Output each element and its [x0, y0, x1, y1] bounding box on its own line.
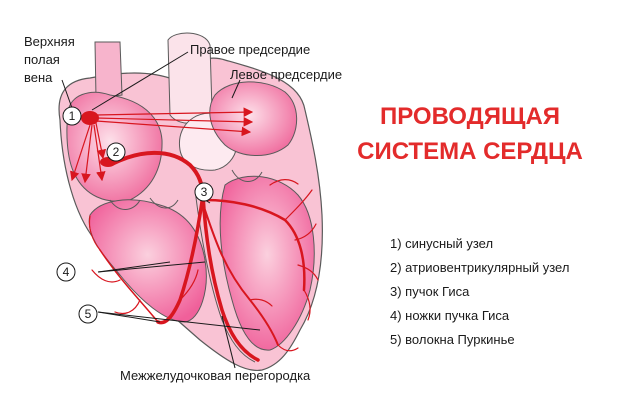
label-svc-line3: вена — [24, 70, 53, 85]
marker-3-circle — [194, 182, 214, 202]
mitral-valve — [231, 169, 263, 182]
title-line-1: ПРОВОДЯЩАЯ — [379, 103, 561, 130]
left-ventricle-chamber — [219, 175, 315, 351]
marker-circles — [56, 106, 214, 324]
legend-item-4: 4) ножки пучка Гиса — [390, 308, 510, 323]
leader-lines — [61, 51, 261, 369]
legend-item-1: 1) синусный узел — [390, 236, 494, 251]
legend-item-5: 5) волокна Пуркинье — [390, 332, 515, 347]
marker-1-label: 1 — [68, 109, 76, 123]
marker-5-label: 5 — [84, 307, 92, 321]
marker-4-label: 4 — [62, 265, 70, 279]
left-atrium-chamber — [209, 81, 298, 156]
marker-4-circle — [56, 262, 76, 282]
label-left-atrium: Левое предсердие — [230, 67, 343, 82]
impulse-arrows — [70, 107, 254, 184]
legend-list: 1) синусный узел 2) атриовентрикулярный … — [390, 232, 569, 352]
legend-item-3: 3) пучок Гиса — [390, 284, 470, 299]
marker-2-circle — [106, 142, 126, 162]
label-svc-line1: Верхняя — [24, 34, 75, 49]
tricuspid-valve — [109, 197, 179, 210]
marker-1-circle — [62, 106, 82, 126]
label-svc-line2: полая — [24, 52, 60, 67]
sa-node — [81, 111, 99, 125]
label-right-atrium: Правое предсердие — [190, 42, 311, 57]
label-septum: Межжелудочковая перегородка — [120, 368, 311, 383]
marker-2-label: 2 — [112, 145, 120, 159]
legend-item-2: 2) атриовентрикулярный узел — [390, 260, 570, 275]
marker-3-label: 3 — [200, 185, 208, 199]
title-line-2: СИСТЕМА СЕРДЦА — [357, 138, 583, 165]
conduction-pathway — [88, 150, 319, 362]
marker-5-circle — [78, 304, 98, 324]
superior-vena-cava — [94, 41, 123, 99]
